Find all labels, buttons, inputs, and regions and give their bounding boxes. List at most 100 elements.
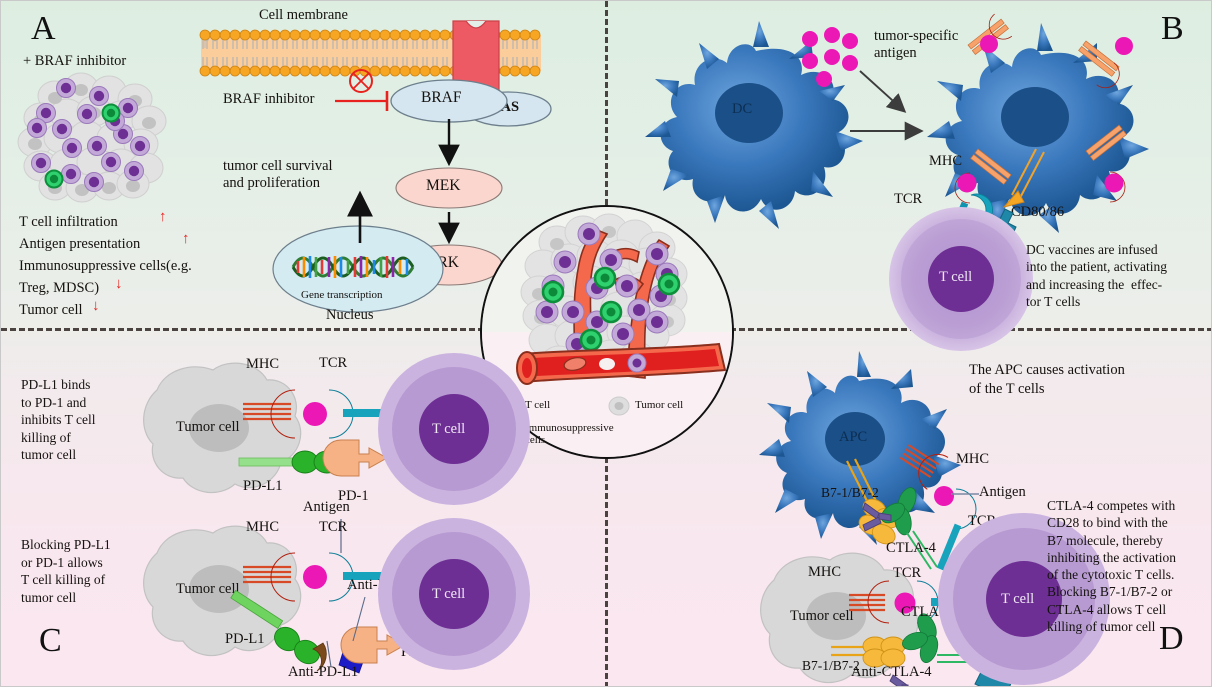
tumor-cell-label-c-top: Tumor cell: [176, 419, 240, 435]
survival-arrow: [347, 190, 373, 243]
tcr-label-d-bottom: TCR: [893, 565, 922, 581]
dc-cell-loaded: [927, 23, 1149, 233]
mhc-unit-3: [954, 148, 1012, 204]
mhc-label-d-bottom: MHC: [808, 564, 842, 580]
tcr-label-b: TCR: [894, 191, 923, 207]
panel-letter-b: B: [1161, 10, 1184, 47]
antigen-leader-line-c: [340, 519, 342, 553]
anti-ctla4-shape-bottom: [889, 674, 909, 686]
mhc-unit-1: [967, 13, 1013, 55]
mek-node: [395, 167, 503, 209]
antigen-label-d: Antigen: [979, 484, 1026, 500]
nucleus-label: Nucleus: [326, 307, 374, 323]
tcr-shape-c-top: [328, 389, 391, 439]
effect-label-1: Antigen presentation: [19, 236, 141, 252]
ctla4-label-d-top: CTLA-4: [886, 540, 936, 556]
apc-caption-top: The APC causes activation of the T cells: [969, 362, 1125, 397]
transition-arrows: [850, 70, 924, 141]
mhc-tcr-complex-c-top: [238, 389, 391, 477]
effect-label-2: Immunosuppressive cells(e.g.: [19, 258, 192, 274]
pd1-label-c-top: PD-1: [338, 488, 369, 504]
mhc-tcr-complex-c-bottom: [230, 552, 407, 674]
dc-cell-unloaded: [645, 21, 863, 229]
mek-label: MEK: [426, 177, 461, 194]
mhc-label-b: MHC: [929, 153, 963, 169]
anti-pd1-leader-line: [352, 596, 366, 642]
tumor-antigen-dots: [802, 27, 858, 87]
t-cell-label-c-top: T cell: [432, 421, 466, 437]
mhc-shape-d-bottom: [849, 580, 916, 624]
dc-mhc-receptors: [954, 13, 1133, 208]
dc-label: DC: [732, 101, 753, 117]
panel-letter-c: C: [39, 622, 62, 659]
ctla4-shape-bottom: [902, 613, 939, 663]
mhc-label-c-bottom: MHC: [246, 519, 280, 535]
tumor-antigen-label: tumor-specific antigen: [874, 28, 959, 62]
ctla4-label-d-bottom: CTLA-4: [901, 604, 951, 620]
legend-label-tumorcell: Tumor cell: [635, 399, 684, 411]
panel-letter-d: D: [1159, 620, 1184, 657]
dna-helix: [291, 256, 415, 278]
ctla4-caption-side: CTLA-4 competes with CD28 to bind with t…: [1047, 498, 1176, 634]
tumor-cluster-a: [17, 72, 167, 203]
ctla4-complex-top: [862, 487, 938, 570]
pd1-shape-c-top: [322, 439, 389, 477]
tcr-label-c-top: TCR: [319, 355, 348, 371]
survival-label: tumor cell survival and proliferation: [223, 158, 333, 192]
t-cell-c-top: [378, 353, 530, 505]
t-cell-label-c-bottom: T cell: [432, 586, 466, 602]
pdl1-label-c-top: PD-L1: [243, 478, 283, 494]
legend-label-tcell: T cell: [525, 399, 551, 411]
t-cell-d: [938, 513, 1110, 685]
mhc-label-d-top: MHC: [956, 451, 990, 467]
nucleus-shape: [272, 225, 444, 313]
anti-ctla4-label: Anti-CTLA-4: [851, 664, 932, 680]
b7-ctla4-complex-bottom: [831, 613, 977, 686]
antigen-leader-line-d: [951, 493, 979, 495]
anti-pdl1-shape: [312, 642, 327, 672]
anti-pdl1-leader-line: [326, 640, 332, 668]
b7-label-d-bottom: B7-1/B7-2: [802, 658, 860, 673]
t-cell-label-d: T cell: [1001, 591, 1035, 607]
tumor-microenvironment-circle: [480, 205, 734, 459]
mhc-unit-2: [1078, 37, 1133, 89]
t-cell-b: [889, 207, 1033, 351]
anti-pdl1-label: Anti-PD-L1: [288, 664, 359, 680]
cell-membrane-label: Cell membrane: [259, 7, 348, 23]
effect-arrow-up-0: ↑: [159, 209, 167, 225]
cd8086-arrow: [1002, 148, 1045, 208]
effect-arrow-up-1: ↑: [182, 231, 190, 247]
tumor-cell-label-d: Tumor cell: [790, 608, 854, 624]
cd8086-label: CD80/86: [1011, 204, 1065, 220]
tumor-cell-c-bottom: [143, 525, 302, 657]
effect-label-0: T cell infiltration: [19, 214, 118, 230]
effect-arrow-down-4: ↓: [92, 298, 100, 314]
t-cell-label-b: T cell: [939, 269, 973, 285]
effects-list-a: T cell infiltration ↑ Antigen presentati…: [19, 209, 192, 323]
pdl1-caption-bottom: Blocking PD-L1 or PD-1 allows T cell kil…: [21, 537, 111, 605]
antigen-label-c: Antigen: [303, 499, 350, 515]
braf-label: BRAF: [421, 89, 462, 106]
pdl1-shape-c-bottom: [230, 589, 320, 665]
b7-label-d-top: B7-1/B7-2: [821, 485, 879, 500]
anti-ctla4-shape-top: [862, 502, 892, 532]
effect-label-3: Treg, MDSC): [19, 280, 100, 296]
pdl1-caption-top: PD-L1 binds to PD-1 and inhibits T cell …: [21, 377, 96, 463]
mhc-shape-c-bottom: [243, 552, 327, 602]
tcr-label-c-bottom: TCR: [319, 519, 348, 535]
tcr-shape-d-apc: [936, 488, 977, 571]
inhibitor-block-arrow: [335, 69, 389, 111]
braf-inhibitor-heading: + BRAF inhibitor: [23, 53, 127, 69]
tcr-shape-c-bottom: [328, 552, 393, 602]
apc-label: APC: [839, 429, 868, 445]
effect-label-4: Tumor cell: [19, 302, 83, 318]
legend-label-immunosuppressive: Immunosuppressive cells: [525, 422, 614, 447]
t-cell-c-bottom: [378, 518, 530, 670]
mhc-unit-4: [1085, 124, 1127, 203]
vertical-divider-bottom: [605, 331, 608, 686]
cell-membrane-diagram: [199, 20, 541, 98]
braf-inhibitor-label: BRAF inhibitor: [223, 91, 315, 107]
mhc-tcr-apc-complex: [899, 444, 977, 571]
vertical-divider-top: [605, 1, 608, 331]
